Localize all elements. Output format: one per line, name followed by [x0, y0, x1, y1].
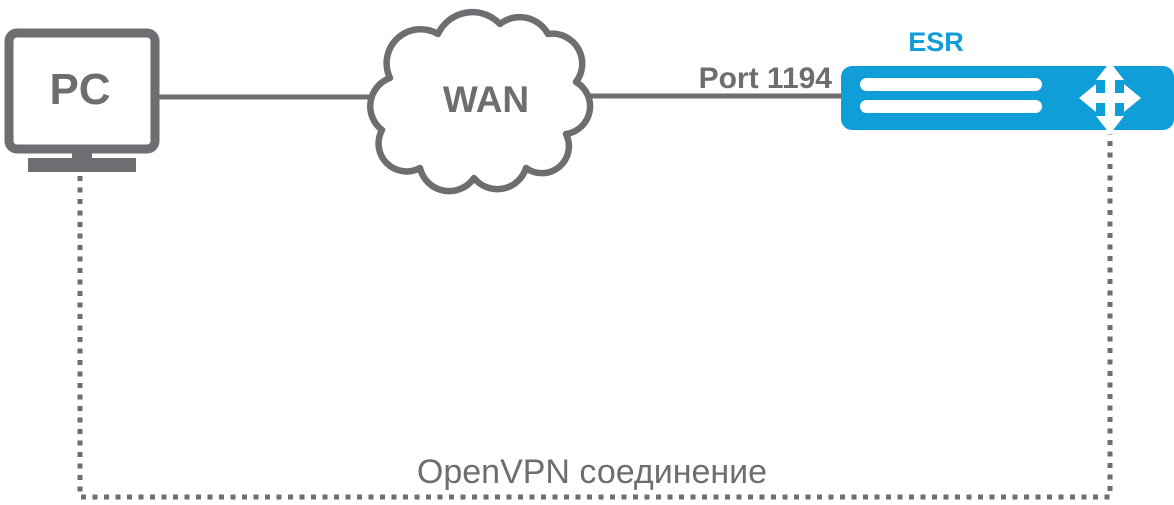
- pc-monitor-stand: [28, 158, 136, 172]
- wan-cloud-shape: [367, 8, 594, 195]
- esr-slot-top: [860, 78, 1042, 91]
- esr-label: ESR: [908, 27, 964, 57]
- pc-label: PC: [49, 65, 110, 114]
- esr-slot-bottom: [860, 100, 1042, 113]
- esr-device: [841, 62, 1174, 134]
- arrows-icon: [1079, 62, 1141, 134]
- pc-icon: PC: [4, 28, 160, 172]
- pc-monitor-neck: [72, 149, 92, 159]
- openvpn-label: OpenVPN соединение: [417, 453, 767, 491]
- wan-label: WAN: [443, 79, 529, 120]
- openvpn-dotted-path: [77, 134, 1113, 500]
- wan-cloud: WAN: [367, 8, 594, 195]
- port-label: Port 1194: [699, 62, 833, 95]
